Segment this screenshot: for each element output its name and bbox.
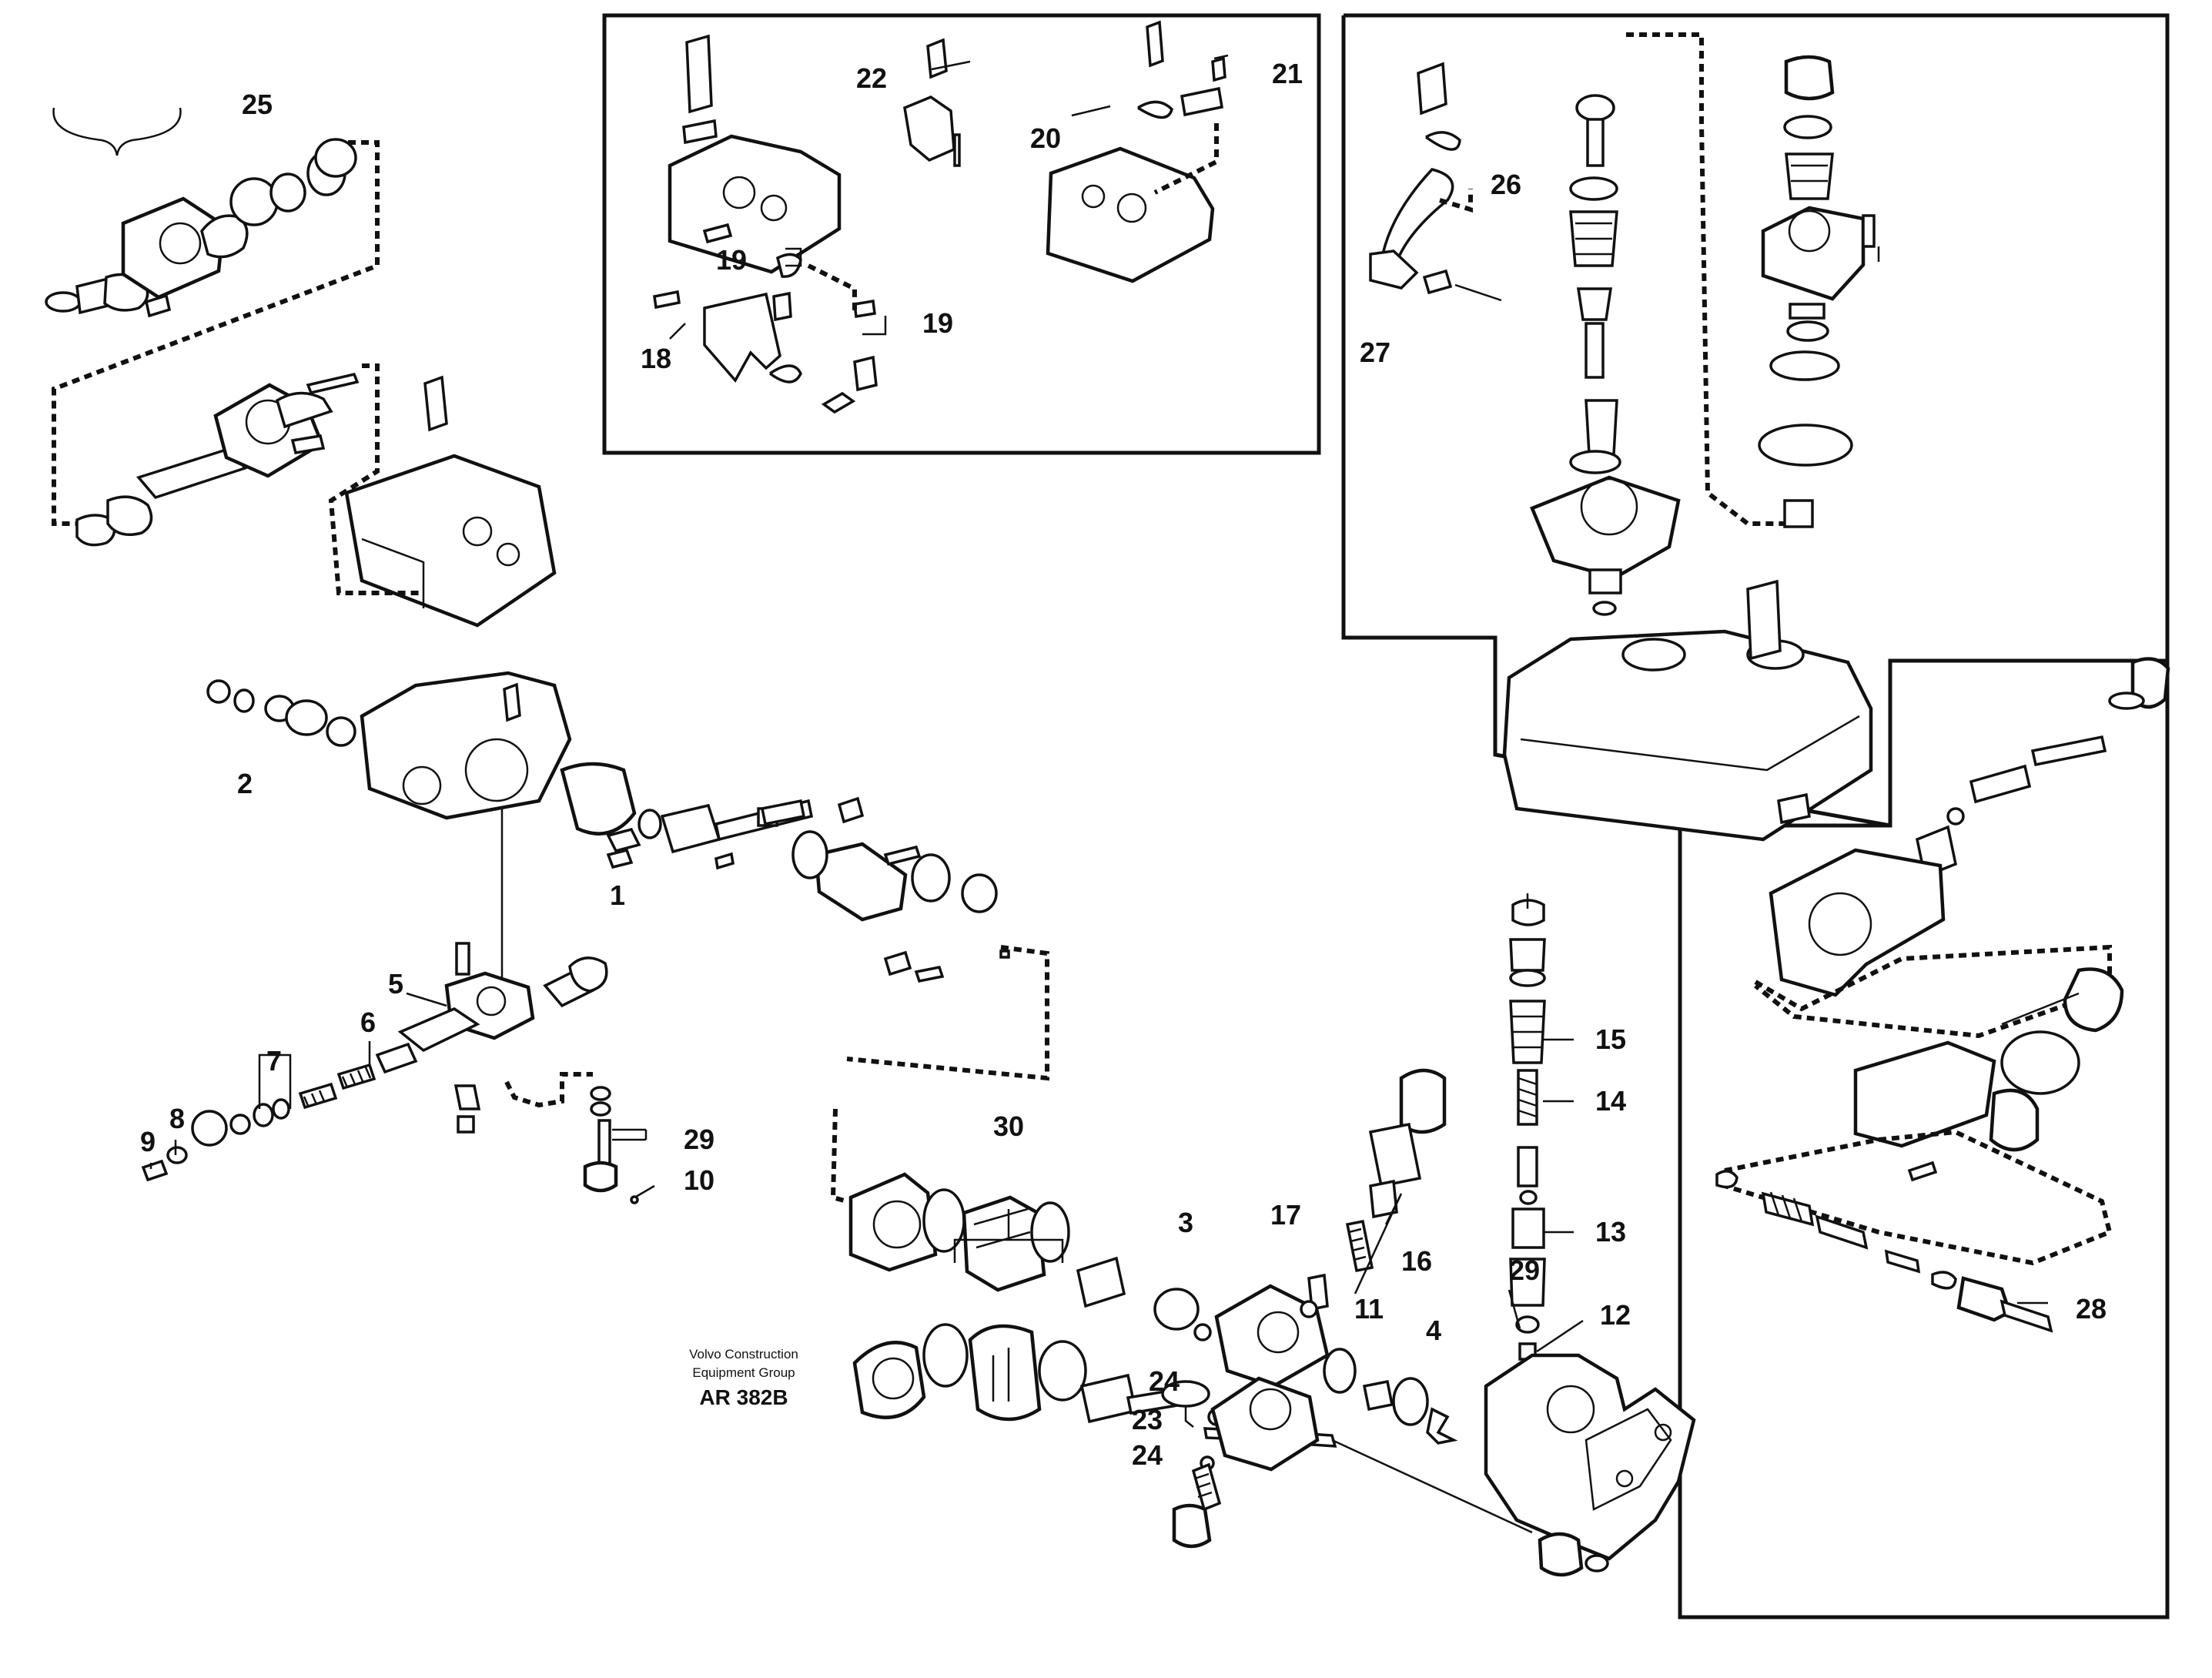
callout-23: 23 xyxy=(1132,1404,1163,1435)
inset-parts-top-right xyxy=(1369,32,1880,842)
callout-26: 26 xyxy=(1491,169,1521,200)
callout-7: 7 xyxy=(266,1045,282,1077)
callout-29a: 29 xyxy=(684,1124,714,1155)
caption-company-line2: Equipment Group xyxy=(692,1365,795,1380)
plunger-assembly-top-left xyxy=(45,107,380,526)
inset-frame-top-middle xyxy=(602,13,1321,455)
injector-assembly-right-lower xyxy=(1484,893,1696,1577)
callout-10: 10 xyxy=(684,1164,714,1196)
callout-24a: 24 xyxy=(1149,1365,1180,1397)
lever-assembly-left-lower xyxy=(141,942,655,1204)
callout-17: 17 xyxy=(1270,1199,1301,1231)
callout-22: 22 xyxy=(856,62,887,94)
callout-29b: 29 xyxy=(1509,1254,1540,1286)
inset-parts-right-lower xyxy=(1715,657,2170,1333)
callout-13: 13 xyxy=(1595,1216,1626,1248)
governor-housing-left xyxy=(75,363,557,628)
drive-assembly-center-lower xyxy=(830,1068,1533,1549)
caption-drawing-code: AR 382B xyxy=(699,1385,788,1409)
diagram-caption: Volvo Construction Equipment Group AR 38… xyxy=(689,1347,798,1409)
callout-30: 30 xyxy=(993,1110,1024,1142)
callout-19a: 19 xyxy=(716,244,747,276)
callout-4: 4 xyxy=(1426,1315,1441,1346)
callout-1: 1 xyxy=(610,879,625,911)
callout-11: 11 xyxy=(1354,1293,1384,1325)
callout-5: 5 xyxy=(388,968,403,1000)
callout-6: 6 xyxy=(360,1006,376,1038)
caption-company-line1: Volvo Construction xyxy=(689,1347,798,1361)
callout-12: 12 xyxy=(1600,1299,1631,1331)
callout-16: 16 xyxy=(1401,1245,1432,1277)
callout-28: 28 xyxy=(2076,1293,2107,1325)
callout-14: 14 xyxy=(1595,1085,1626,1117)
callout-8: 8 xyxy=(169,1103,185,1134)
callout-21: 21 xyxy=(1272,58,1303,89)
callout-19b: 19 xyxy=(922,307,953,339)
callout-20: 20 xyxy=(1030,122,1061,154)
callout-2: 2 xyxy=(237,768,253,799)
callout-labels: 1 2 3 4 5 6 7 8 9 10 11 12 13 14 15 16 1… xyxy=(140,58,2107,1471)
callout-25: 25 xyxy=(242,89,273,120)
callout-24b: 24 xyxy=(1132,1439,1163,1471)
callout-27: 27 xyxy=(1360,337,1390,368)
callout-15: 15 xyxy=(1595,1023,1626,1055)
callout-3: 3 xyxy=(1178,1207,1193,1238)
callout-18: 18 xyxy=(641,343,671,374)
main-pump-body xyxy=(206,671,1049,1081)
callout-9: 9 xyxy=(140,1126,156,1157)
inset-parts-top-middle xyxy=(653,20,1229,414)
